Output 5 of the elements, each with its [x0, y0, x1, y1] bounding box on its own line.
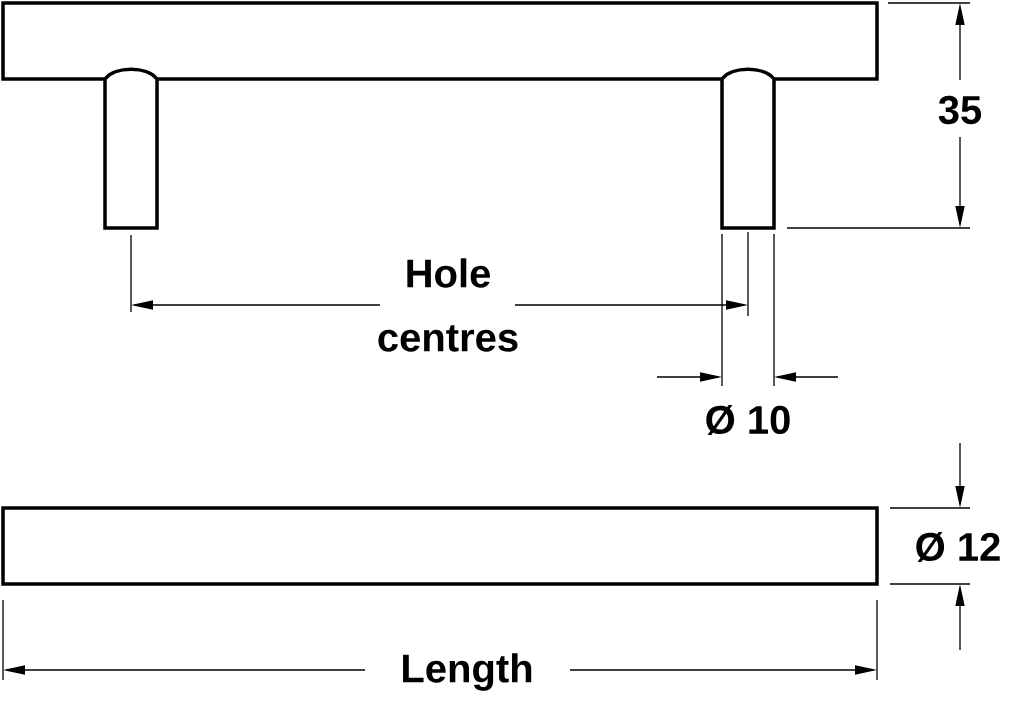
dimension-label: Hole centres — [378, 258, 518, 352]
dimension-label: Ø 12 — [916, 531, 1000, 563]
dimension-label: Length — [403, 653, 532, 691]
dimension-label: Ø 10 — [706, 404, 790, 436]
dimension-label: 35 — [938, 95, 982, 125]
